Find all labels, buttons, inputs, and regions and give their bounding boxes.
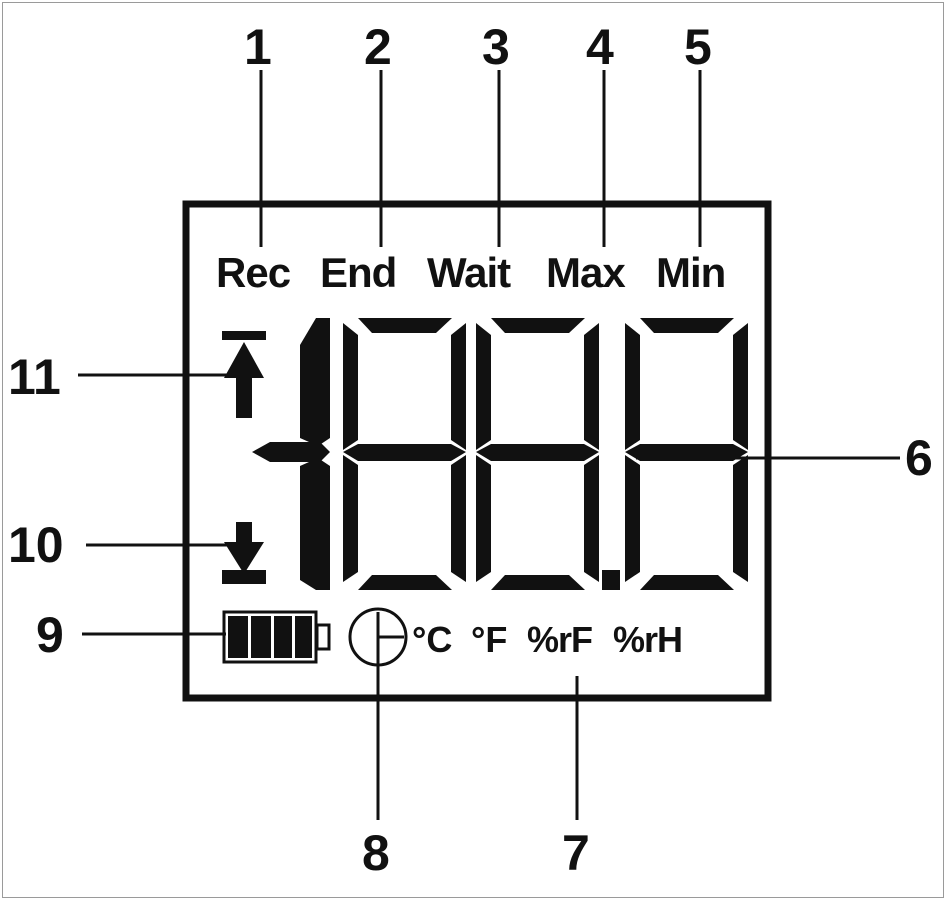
callout-2: 2 xyxy=(364,19,392,75)
clock-icon xyxy=(348,607,408,667)
battery-icon xyxy=(222,610,331,664)
callout-10: 10 xyxy=(8,517,64,573)
segment-digit-1 xyxy=(343,318,466,590)
segment-digit-3 xyxy=(625,318,748,590)
status-label-min: Min xyxy=(656,249,726,296)
callout-7: 7 xyxy=(562,825,590,881)
callout-11: 11 xyxy=(8,349,61,405)
unit-label-rh: %rH xyxy=(613,619,683,660)
unit-label-fahrenheit: °F xyxy=(471,619,508,660)
callout-6: 6 xyxy=(905,430,933,486)
status-label-max: Max xyxy=(546,249,626,296)
status-label-end: End xyxy=(320,249,397,296)
display-outline xyxy=(182,200,772,702)
arrow-down-to-bar-icon xyxy=(222,522,266,584)
callout-3: 3 xyxy=(482,19,510,75)
decimal-point xyxy=(602,570,620,590)
callout-4: 4 xyxy=(586,19,614,75)
segment-digit-2 xyxy=(476,318,599,590)
segment-digit-leading xyxy=(252,318,330,590)
callout-8: 8 xyxy=(362,825,390,881)
unit-label-rf: %rF xyxy=(527,619,593,660)
arrow-up-to-bar-icon xyxy=(222,331,266,418)
callout-5: 5 xyxy=(684,19,712,75)
top-leader-lines xyxy=(259,70,702,247)
callout-9: 9 xyxy=(36,607,64,663)
callout-1: 1 xyxy=(244,19,272,75)
side-leader-lines xyxy=(78,373,900,820)
status-label-rec: Rec xyxy=(216,249,291,296)
unit-label-celsius: °C xyxy=(412,619,453,660)
status-label-wait: Wait xyxy=(427,249,511,296)
